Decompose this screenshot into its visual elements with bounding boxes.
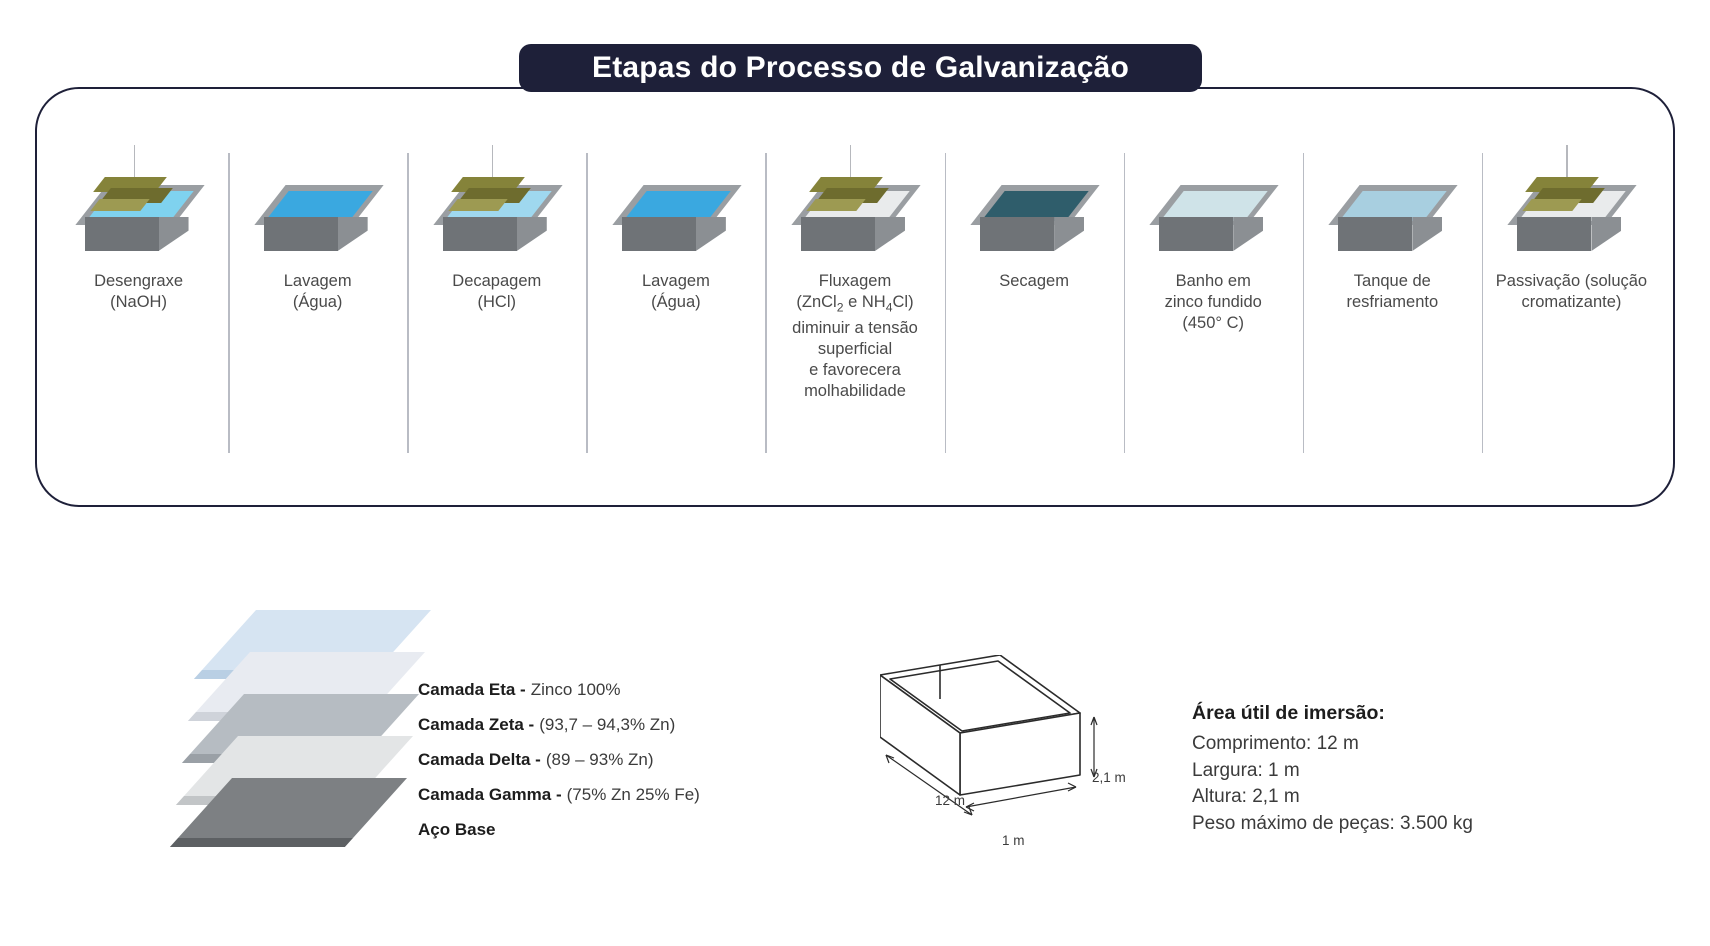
- legend-value: (75% Zn 25% Fe): [566, 784, 700, 804]
- immersion-line-largura: Largura: 1 m: [1192, 759, 1300, 781]
- tank-icon: [431, 145, 563, 257]
- tank-shape: [254, 185, 384, 251]
- process-step-lavagem-2: Lavagem (Água): [586, 145, 765, 455]
- step-label: Passivação (solução: [1495, 272, 1648, 290]
- immersion-area-heading: Área útil de imersão:: [1192, 702, 1385, 724]
- coating-layer-legend: Camada Eta - Zinco 100% Camada Zeta - (9…: [418, 672, 838, 847]
- immersion-line-altura: Altura: 2,1 m: [1192, 786, 1300, 807]
- legend-value: Zinco 100%: [530, 679, 621, 699]
- tank-icon: [789, 145, 921, 257]
- legend-row-delta: Camada Delta - (89 – 93% Zn): [418, 742, 838, 777]
- step-caption: Fluxagem (ZnCl2 e NH4Cl) diminuir a tens…: [792, 271, 918, 402]
- tank-icon: [610, 145, 742, 257]
- step-sublabel: (HCl): [477, 293, 517, 311]
- coating-layer-stack: [169, 600, 435, 850]
- dimension-label-height: 2,1 m: [1092, 770, 1126, 785]
- step-label: Lavagem: [641, 272, 710, 290]
- tank-shape: [433, 185, 563, 251]
- process-step-passivacao: Passivação (solução cromatizante): [1481, 145, 1661, 455]
- step-extra-line-1: diminuir a tensão: [792, 319, 918, 338]
- step-sublabel: (Água): [651, 293, 701, 311]
- immersion-area-info: Área útil de imersão: Comprimento: 12 m …: [1192, 702, 1612, 837]
- step-caption: Decapagem (HCl): [452, 271, 541, 313]
- step-label: Decapagem: [452, 272, 542, 290]
- step-sublabel-formula: (ZnCl2 e NH4Cl): [796, 293, 914, 315]
- legend-row-eta: Camada Eta - Zinco 100%: [418, 672, 838, 707]
- page-title-text: Etapas do Processo de Galvanização: [591, 51, 1129, 84]
- process-step-decapagem: Decapagem (HCl): [407, 145, 586, 455]
- step-sublabel: (NaOH): [110, 293, 167, 311]
- tank-shape: [791, 185, 921, 251]
- process-step-secagem: Secagem: [944, 145, 1124, 455]
- step-caption: Lavagem (Água): [642, 271, 710, 313]
- hanging-wire-icon: [1566, 145, 1568, 187]
- page-title: Etapas do Processo de Galvanização: [519, 44, 1202, 92]
- step-label: Tanque de: [1353, 272, 1431, 290]
- step-extra-line-2: superficial: [817, 340, 893, 359]
- step-caption: Passivação (solução cromatizante): [1496, 271, 1647, 313]
- step-sublabel: cromatizante): [1521, 293, 1622, 311]
- step-sublabel: resfriamento: [1346, 293, 1439, 311]
- legend-name: Camada Zeta -: [418, 714, 535, 734]
- tank-icon: [1326, 145, 1458, 257]
- process-step-resfriamento: Tanque de resfriamento: [1302, 145, 1482, 455]
- step-label: Secagem: [999, 272, 1069, 290]
- legend-value: (89 – 93% Zn): [545, 749, 654, 769]
- step-sublabel: (Água): [292, 293, 343, 311]
- legend-row-zeta: Camada Zeta - (93,7 – 94,3% Zn): [418, 707, 838, 742]
- hanging-wire-icon: [491, 145, 494, 187]
- process-card: [35, 87, 1675, 507]
- process-step-lavagem-1: Lavagem (Água): [228, 145, 407, 455]
- step-extra-line-3: e favorecera: [809, 361, 901, 380]
- legend-row-gamma: Camada Gamma - (75% Zn 25% Fe): [418, 777, 838, 812]
- legend-name: Camada Gamma -: [418, 784, 562, 804]
- tank-shape: [1328, 185, 1458, 251]
- legend-row-aco-base: Aço Base: [418, 812, 838, 847]
- tank-icon: [1505, 145, 1638, 257]
- step-label: Lavagem: [283, 272, 352, 290]
- step-caption: Banho em zinco fundido (450° C): [1165, 271, 1262, 334]
- tank-icon: [968, 145, 1100, 257]
- legend-value: (93,7 – 94,3% Zn): [539, 714, 676, 734]
- tank-shape: [612, 185, 742, 251]
- step-caption: Desengraxe (NaOH): [94, 271, 183, 313]
- tank-wireframe-svg: [879, 654, 1098, 816]
- tank-shape: [74, 185, 205, 251]
- legend-name: Camada Eta -: [418, 679, 526, 699]
- process-step-desengraxe: Desengraxe (NaOH): [49, 145, 228, 455]
- tank-shape: [970, 185, 1100, 251]
- step-caption: Lavagem (Água): [284, 271, 352, 313]
- step-sublabel: zinco fundido: [1164, 293, 1262, 311]
- hanging-wire-icon: [133, 145, 135, 187]
- immersion-line-peso: Peso máximo de peças: 3.500 kg: [1192, 812, 1473, 834]
- tank-shape: [1149, 185, 1279, 251]
- tank-icon: [252, 145, 384, 257]
- step-extra-line-4: molhabilidade: [804, 382, 906, 401]
- step-label: Desengraxe: [94, 272, 184, 290]
- tank-shape: [1507, 185, 1638, 251]
- process-step-fluxagem: Fluxagem (ZnCl2 e NH4Cl) diminuir a tens…: [765, 145, 944, 455]
- step-label: Banho em: [1175, 272, 1251, 290]
- process-steps: Desengraxe (NaOH) Lavagem (Água): [35, 87, 1675, 507]
- step-sublabel-2: (450° C): [1182, 314, 1245, 332]
- tank-icon: [73, 145, 205, 257]
- tank-icon: [1147, 145, 1279, 257]
- dimension-label-length: 12 m: [935, 793, 966, 808]
- legend-name: Aço Base: [418, 819, 496, 839]
- step-caption: Tanque de resfriamento: [1346, 271, 1438, 313]
- legend-name: Camada Delta -: [418, 749, 541, 769]
- hanging-wire-icon: [849, 145, 852, 187]
- process-step-banho-zinco: Banho em zinco fundido (450° C): [1123, 145, 1303, 455]
- step-caption: Secagem: [999, 271, 1069, 292]
- dimension-label-width: 1 m: [1002, 833, 1025, 848]
- step-label: Fluxagem: [818, 272, 892, 290]
- tank-wireframe-drawing: 12 m 2,1 m 1 m: [879, 654, 1150, 855]
- immersion-line-comprimento: Comprimento: 12 m: [1192, 733, 1359, 754]
